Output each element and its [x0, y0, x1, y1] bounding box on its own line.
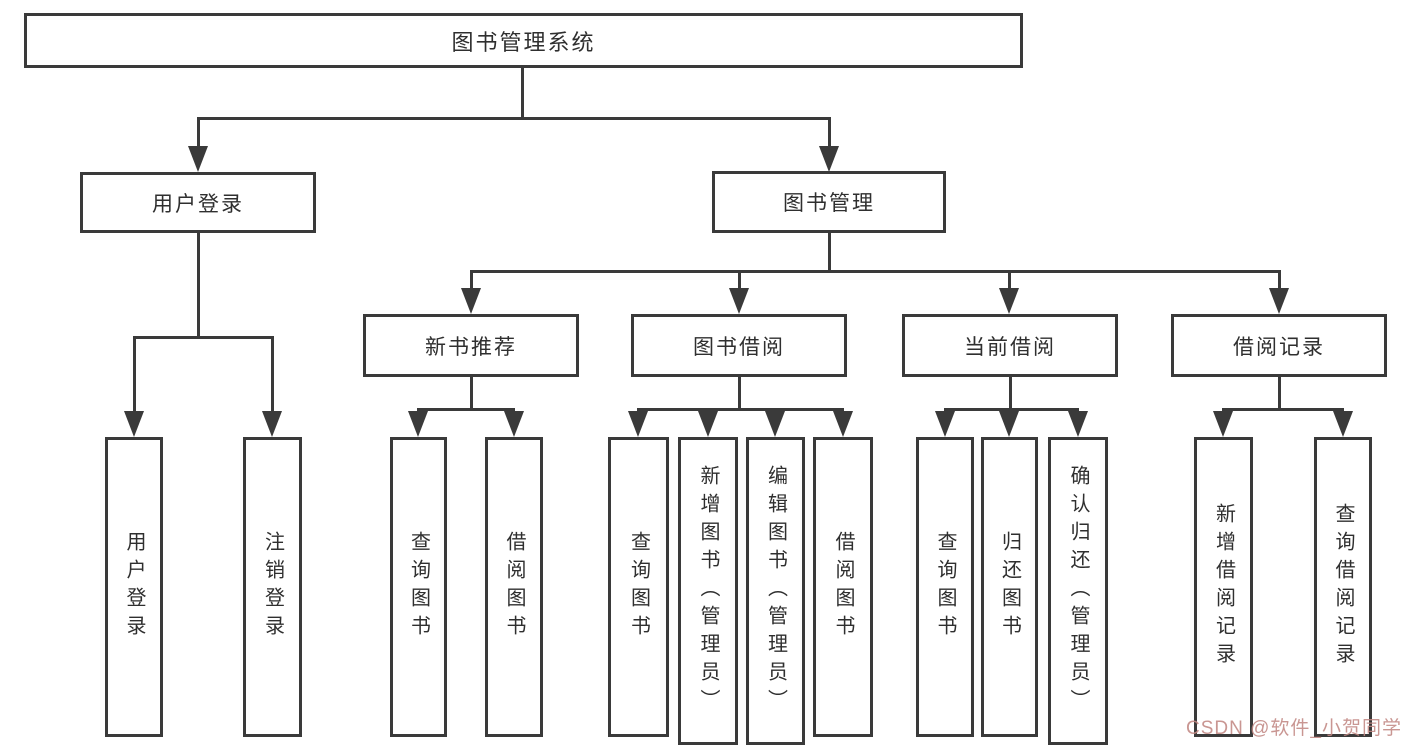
connector-line	[738, 270, 741, 294]
node-user-login-label: 用户登录	[152, 192, 244, 216]
connector-line	[944, 408, 1079, 411]
leaf-add-book-admin: 新增图书（管理员）	[678, 437, 738, 745]
leaf-borrow-book: 借阅图书	[813, 437, 873, 737]
node-root: 图书管理系统	[24, 13, 1023, 68]
connector-line	[197, 117, 831, 120]
connector-line	[470, 270, 473, 294]
csdn-watermark: CSDN @软件_小贺同学	[1186, 718, 1402, 739]
connector-line	[417, 408, 515, 411]
connector-line	[1278, 377, 1281, 411]
leaf-return-book: 归还图书	[981, 437, 1038, 737]
connector-line	[1278, 270, 1281, 294]
connector-line	[197, 117, 200, 149]
leaf-logout-label: 注销登录	[261, 531, 284, 643]
node-book-management-label: 图书管理	[783, 192, 875, 215]
connector-line	[828, 233, 831, 273]
leaf-confirm-return-admin-label: 确认归还（管理员）	[1067, 465, 1089, 717]
connector-line	[1008, 270, 1011, 294]
arrowhead-icon	[1068, 411, 1088, 437]
leaf-borrow-book-recommend-label: 借阅图书	[503, 531, 525, 643]
leaf-query-book-current: 查询图书	[916, 437, 974, 737]
leaf-user-login-label: 用户登录	[123, 531, 145, 643]
connector-line	[470, 377, 473, 411]
leaf-add-borrow-record: 新增借阅记录	[1194, 437, 1253, 737]
node-user-login: 用户登录	[80, 172, 316, 233]
connector-line	[738, 377, 741, 411]
leaf-add-borrow-record-label: 新增借阅记录	[1212, 503, 1235, 671]
leaf-user-login: 用户登录	[105, 437, 163, 737]
leaf-borrow-book-label: 借阅图书	[832, 531, 854, 643]
connector-line	[470, 270, 1281, 273]
leaf-query-borrow-record-label: 查询借阅记录	[1332, 503, 1354, 671]
leaf-query-book-recommend-label: 查询图书	[407, 531, 430, 643]
arrowhead-icon	[262, 411, 282, 437]
leaf-edit-book-admin-label: 编辑图书（管理员）	[764, 465, 787, 717]
arrowhead-icon	[765, 411, 785, 437]
connector-line	[271, 336, 274, 414]
arrowhead-icon	[124, 411, 144, 437]
leaf-logout: 注销登录	[243, 437, 302, 737]
connector-line	[133, 336, 136, 414]
leaf-query-book-borrow-label: 查询图书	[627, 531, 650, 643]
node-new-book-recommend-label: 新书推荐	[425, 335, 517, 359]
node-book-management: 图书管理	[712, 171, 946, 233]
node-borrow-record-label: 借阅记录	[1233, 335, 1325, 359]
connector-line	[828, 117, 831, 149]
node-root-label: 图书管理系统	[451, 29, 596, 55]
arrowhead-icon	[1213, 411, 1233, 437]
connector-line	[1009, 377, 1012, 411]
arrowhead-icon	[461, 288, 481, 314]
arrowhead-icon	[819, 146, 839, 172]
arrowhead-icon	[729, 288, 749, 314]
connector-line	[637, 408, 844, 411]
arrowhead-icon	[408, 411, 428, 437]
node-current-borrow: 当前借阅	[902, 314, 1118, 377]
node-current-borrow-label: 当前借阅	[964, 335, 1056, 359]
connector-line	[133, 336, 274, 339]
arrowhead-icon	[999, 411, 1019, 437]
node-borrow-record: 借阅记录	[1171, 314, 1387, 377]
arrowhead-icon	[833, 411, 853, 437]
connector-line	[1222, 408, 1344, 411]
leaf-confirm-return-admin: 确认归还（管理员）	[1048, 437, 1108, 745]
arrowhead-icon	[698, 411, 718, 437]
leaf-return-book-label: 归还图书	[998, 531, 1021, 643]
node-book-borrow-label: 图书借阅	[693, 335, 785, 359]
leaf-borrow-book-recommend: 借阅图书	[485, 437, 543, 737]
arrowhead-icon	[504, 411, 524, 437]
node-book-borrow: 图书借阅	[631, 314, 847, 377]
arrowhead-icon	[935, 411, 955, 437]
leaf-query-book-borrow: 查询图书	[608, 437, 669, 737]
node-new-book-recommend: 新书推荐	[363, 314, 579, 377]
arrowhead-icon	[628, 411, 648, 437]
connector-line	[197, 233, 200, 339]
leaf-add-book-admin-label: 新增图书（管理员）	[697, 465, 719, 717]
connector-line	[521, 68, 524, 118]
arrowhead-icon	[188, 146, 208, 172]
arrowhead-icon	[1333, 411, 1353, 437]
leaf-query-borrow-record: 查询借阅记录	[1314, 437, 1372, 737]
leaf-query-book-current-label: 查询图书	[934, 531, 956, 643]
leaf-edit-book-admin: 编辑图书（管理员）	[746, 437, 805, 745]
arrowhead-icon	[999, 288, 1019, 314]
arrowhead-icon	[1269, 288, 1289, 314]
leaf-query-book-recommend: 查询图书	[390, 437, 447, 737]
